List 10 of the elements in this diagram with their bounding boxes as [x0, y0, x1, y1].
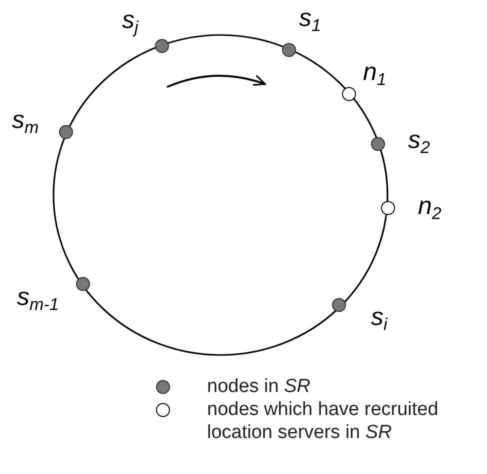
- node-label: n$_{1}$: [363, 60, 386, 88]
- node-label: s$_{m-1}$: [17, 285, 59, 313]
- node-label: s$_{1}$: [299, 6, 321, 34]
- legend-text: nodes which have recruited location servers in SR: [207, 398, 440, 444]
- node-label: s$_{j}$: [122, 8, 138, 36]
- node-label: s$_{i}$: [371, 305, 388, 333]
- node-label: s$_{2}$: [408, 128, 430, 156]
- node-label: n$_{2}$: [418, 194, 442, 222]
- node-label: s$_{m}$: [12, 108, 39, 136]
- legend-text: nodes in SR: [207, 375, 312, 398]
